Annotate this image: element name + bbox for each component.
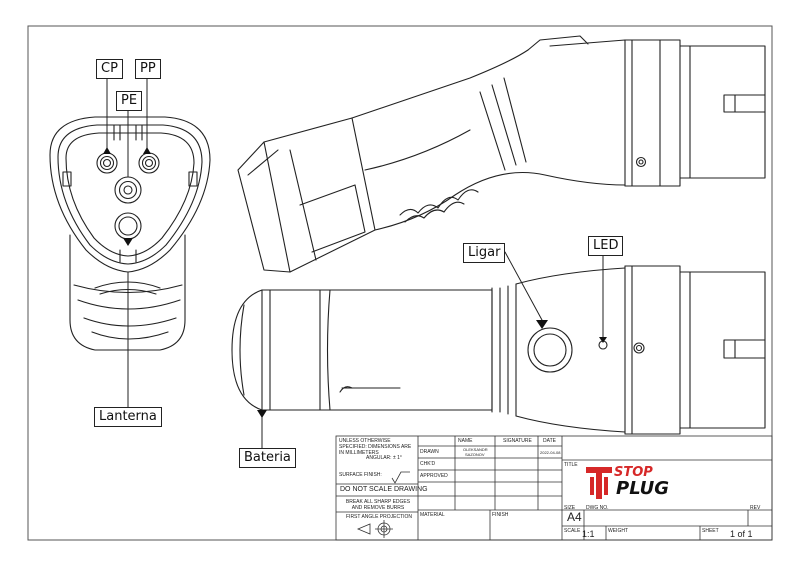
surface-finish-label: SURFACE FINISH:	[339, 472, 382, 478]
weight-label: WEIGHT	[608, 528, 628, 534]
rev-label: REV	[750, 505, 761, 511]
material-label: MATERIAL	[420, 512, 445, 518]
front-leaders	[106, 75, 148, 409]
logo-line2: PLUG	[616, 478, 670, 499]
dwg-no-label: DWG NO.	[586, 505, 609, 511]
callout-cp: CP	[96, 59, 123, 79]
size-value: A4	[567, 510, 582, 524]
callout-pp: PP	[135, 59, 161, 79]
drawn-by-2: SAZONOV	[465, 452, 485, 457]
sheet-label: SHEET	[702, 528, 719, 534]
callout-led: LED	[588, 236, 624, 256]
tolerance-note: UNLESS OTHERWISE SPECIFIED: DIMENSIONS A…	[339, 438, 412, 456]
break-edges: BREAK ALL SHARP EDGES AND REMOVE BURRS	[345, 499, 411, 511]
stop-plug-logo: STOP PLUG	[584, 465, 704, 503]
row-approved: APPROVED	[420, 473, 448, 479]
side-leaders	[261, 251, 604, 449]
col-date: DATE	[543, 438, 556, 444]
sheet-value: 1 of 1	[730, 529, 753, 539]
title-label: TITLE	[564, 462, 578, 468]
finish-label: FINISH	[492, 512, 509, 518]
col-signature: SIGNATURE	[503, 438, 532, 444]
side-view	[231, 265, 766, 435]
angular-tolerance: ANGULAR: ± 1°	[366, 455, 402, 461]
drawn-date: 2022-04-08	[540, 450, 561, 455]
callout-pe: PE	[116, 91, 143, 111]
callout-lanterna: Lanterna	[94, 407, 162, 427]
projection-label: FIRST ANGLE PROJECTION	[346, 514, 413, 520]
logo-emblem-icon	[586, 467, 612, 499]
callout-ligar: Ligar	[463, 243, 506, 263]
logo-line1: STOP	[614, 465, 653, 480]
front-view	[49, 116, 211, 351]
drawn-by-1: OLEKSANDR	[463, 447, 488, 452]
row-chkd: CHK'D	[420, 461, 436, 467]
row-drawn: DRAWN	[420, 449, 439, 455]
size-label: SIZE	[564, 505, 576, 511]
callout-bateria: Bateria	[239, 448, 296, 468]
col-name: NAME	[458, 438, 473, 444]
iso-view	[237, 35, 766, 273]
do-not-scale: DO NOT SCALE DRAWING	[340, 486, 428, 493]
title-block	[335, 435, 773, 541]
scale-value: 1:1	[582, 529, 595, 539]
scale-label: SCALE	[564, 528, 581, 534]
